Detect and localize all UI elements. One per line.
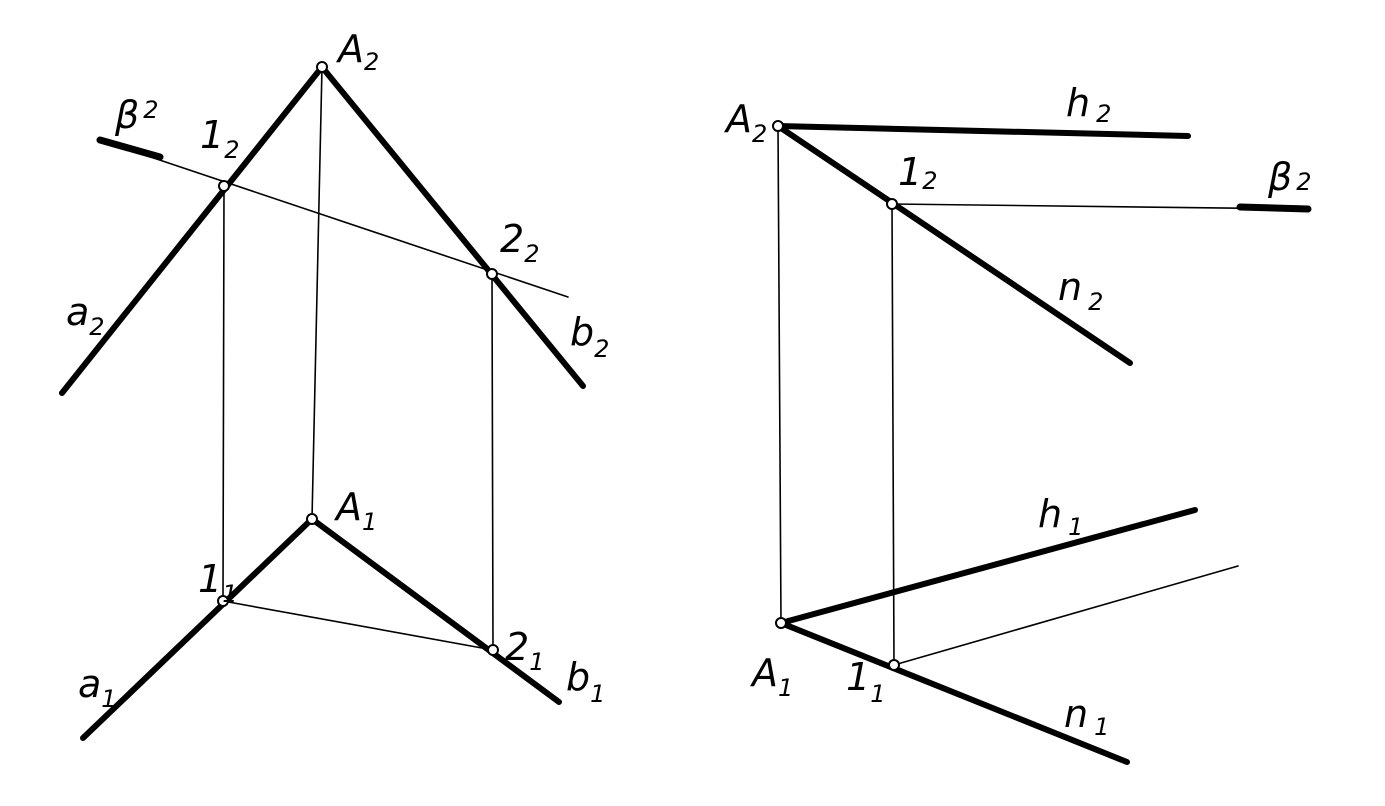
link-line-2 xyxy=(491,273,494,651)
point-A2 xyxy=(316,61,328,73)
point-A1 xyxy=(306,513,318,525)
link-line-1 xyxy=(222,185,225,602)
link-line-A xyxy=(777,125,782,624)
link-line-1 xyxy=(891,203,895,666)
label-a1: a1 xyxy=(78,662,117,713)
label-1-1: 11 xyxy=(846,655,885,708)
label-A1: A1 xyxy=(749,651,793,702)
point-1-2 xyxy=(218,180,230,192)
trace-beta2 xyxy=(891,203,1309,210)
point-A1 xyxy=(775,617,787,629)
line-h2 xyxy=(775,123,1191,139)
label-a2: a2 xyxy=(66,290,105,341)
line-n2 xyxy=(775,123,1133,366)
line-from-1-1 xyxy=(893,565,1239,666)
point-1-1 xyxy=(888,659,900,671)
label-1-2: 12 xyxy=(898,150,937,195)
point-2-2 xyxy=(486,268,498,280)
label-A1: A1 xyxy=(333,485,377,536)
link-line-A xyxy=(311,66,323,520)
point-1-2 xyxy=(886,198,898,210)
label-A2: A2 xyxy=(335,27,379,76)
line-b2 xyxy=(319,64,586,389)
label-2-2: 22 xyxy=(500,217,539,268)
line-1-1-2-1 xyxy=(222,600,494,651)
label-A2: A2 xyxy=(723,97,767,148)
point-A2 xyxy=(772,120,784,132)
point-1-1 xyxy=(217,595,229,607)
line-n1 xyxy=(778,620,1130,765)
label-b2: b2 xyxy=(570,310,609,363)
label-1-1: 11 xyxy=(198,557,237,608)
point-2-1 xyxy=(487,644,499,656)
label-b1: b1 xyxy=(566,655,605,708)
line-a1 xyxy=(80,516,315,741)
line-a2 xyxy=(59,64,325,396)
label-1-2: 12 xyxy=(200,113,239,164)
line-b1 xyxy=(309,516,562,705)
label-2-1: 21 xyxy=(505,625,544,676)
line-h1 xyxy=(778,507,1198,626)
